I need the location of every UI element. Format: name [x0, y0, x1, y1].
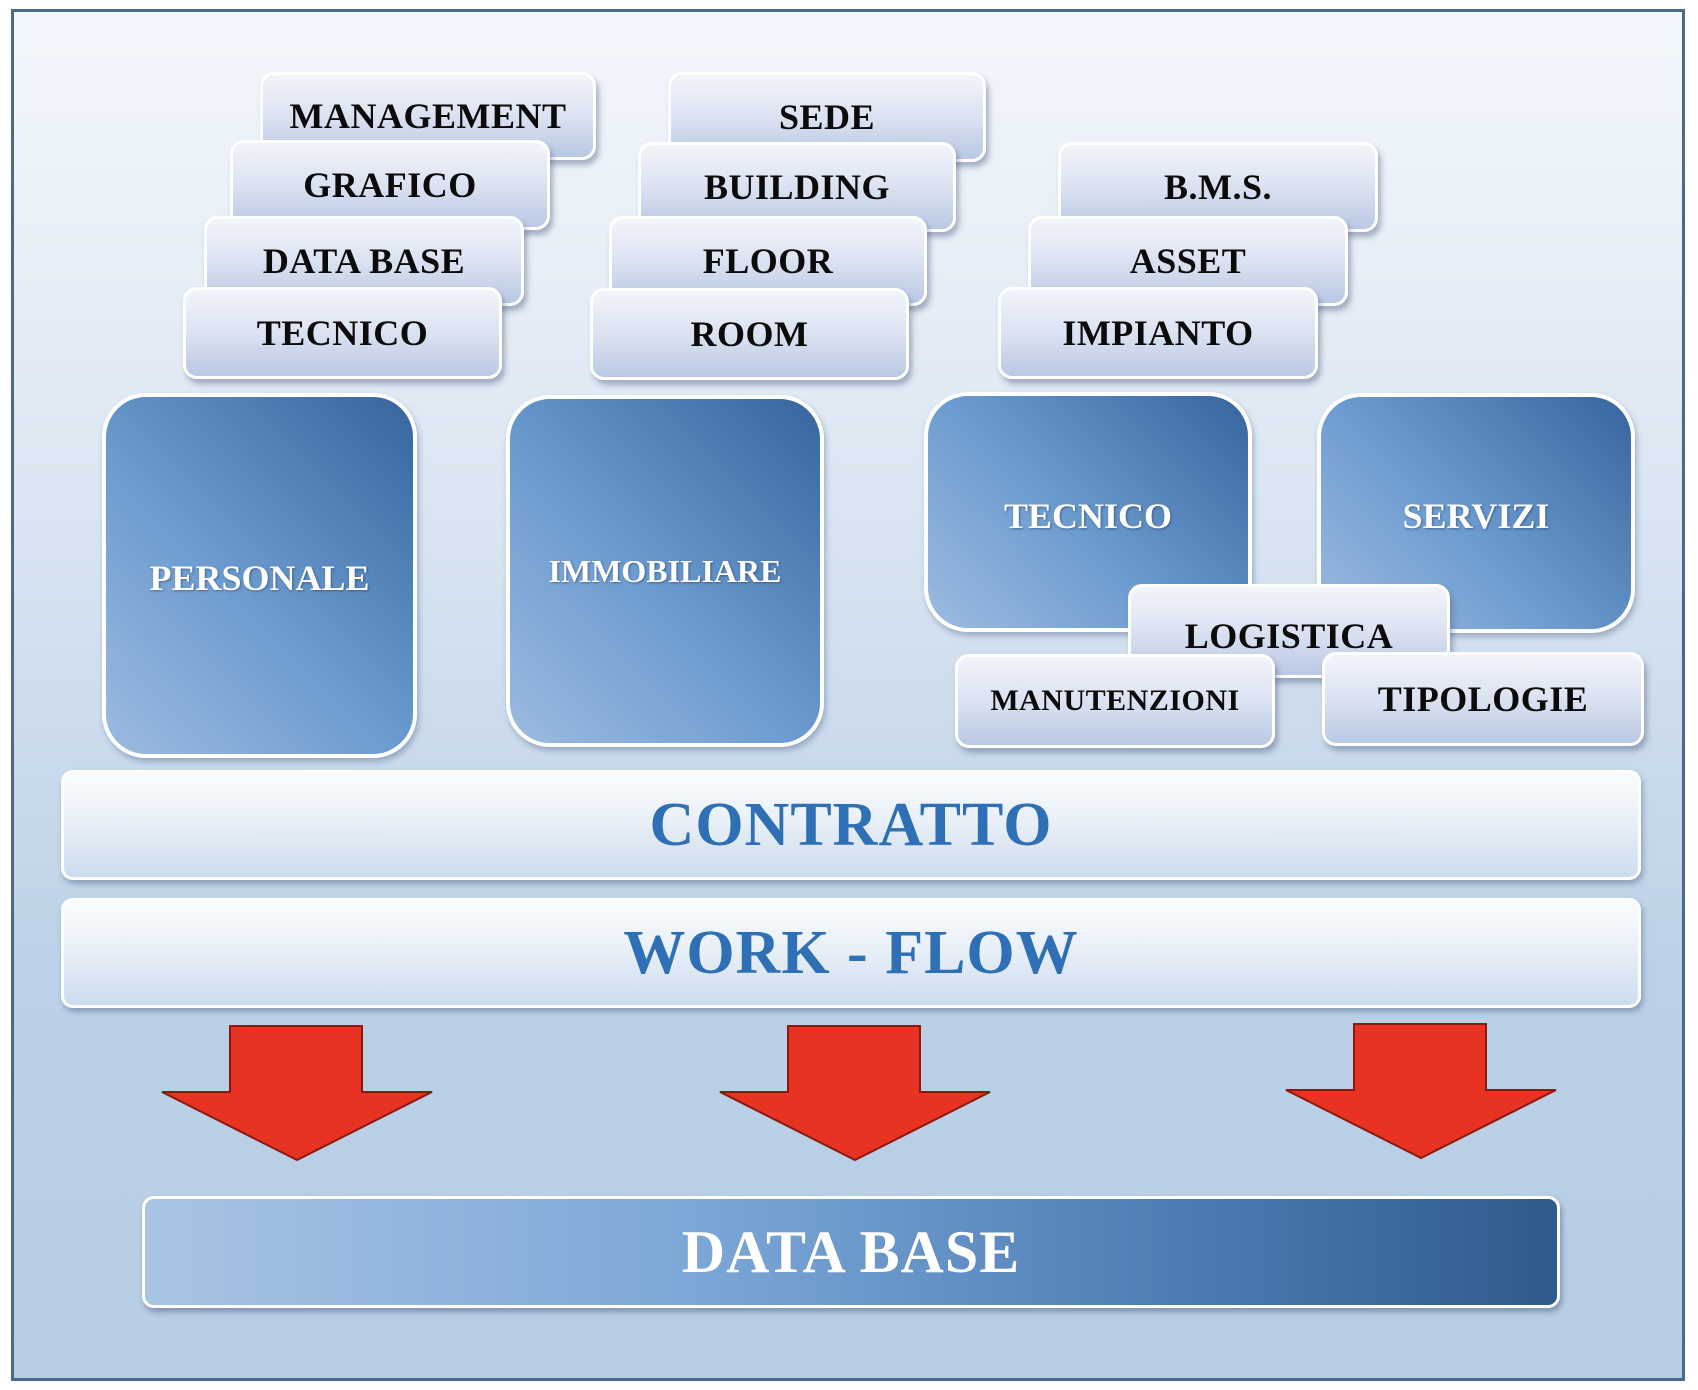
- block-tecnico: TECNICO: [924, 392, 1252, 632]
- pill-label: BUILDING: [703, 167, 891, 207]
- contratto-label: CONTRATTO: [649, 790, 1053, 859]
- pill-label: TECNICO: [256, 313, 429, 353]
- arrow-shape: [161, 1025, 433, 1162]
- pill-label: LOGISTICA: [1184, 616, 1394, 656]
- block-label: IMMOBILIARE: [548, 552, 782, 589]
- arrow-shape: [719, 1025, 991, 1162]
- down-arrow-center: [719, 1025, 991, 1162]
- personale-item-grafico: GRAFICO: [230, 140, 550, 230]
- block-personale: PERSONALE: [102, 393, 417, 758]
- immobiliare-item-room: ROOM: [590, 288, 909, 380]
- arrow-shape: [1285, 1023, 1557, 1160]
- block-label: SERVIZI: [1402, 496, 1550, 536]
- pill-label: TIPOLOGIE: [1377, 679, 1589, 719]
- contratto-layer: CONTRATTO: [61, 770, 1641, 880]
- workflow-layer: WORK - FLOW: [61, 898, 1641, 1008]
- pill-label: FLOOR: [702, 241, 834, 281]
- tecnico-item-impianto: IMPIANTO: [998, 287, 1318, 379]
- down-arrow-left: [161, 1025, 433, 1162]
- pill-label: ASSET: [1129, 241, 1247, 281]
- pill-label: ROOM: [690, 314, 809, 354]
- database-label: DATA BASE: [681, 1218, 1021, 1285]
- pill-label: MANUTENZIONI: [990, 684, 1240, 717]
- pill-label: MANAGEMENT: [289, 96, 567, 136]
- down-arrow-right: [1285, 1023, 1557, 1160]
- pill-label: SEDE: [778, 97, 876, 137]
- servizi-item-manutenzioni: MANUTENZIONI: [955, 654, 1275, 748]
- servizi-item-tipologie: TIPOLOGIE: [1322, 652, 1644, 746]
- block-immobiliare: IMMOBILIARE: [506, 395, 824, 747]
- pill-label: IMPIANTO: [1062, 313, 1254, 353]
- database-layer: DATA BASE: [142, 1196, 1560, 1308]
- personale-item-tecnico: TECNICO: [183, 287, 502, 379]
- workflow-label: WORK - FLOW: [623, 918, 1079, 987]
- pill-label: B.M.S.: [1163, 167, 1272, 207]
- block-label: PERSONALE: [149, 557, 370, 598]
- block-label: TECNICO: [1003, 496, 1173, 536]
- pill-label: DATA BASE: [262, 241, 466, 281]
- pill-label: GRAFICO: [303, 165, 477, 205]
